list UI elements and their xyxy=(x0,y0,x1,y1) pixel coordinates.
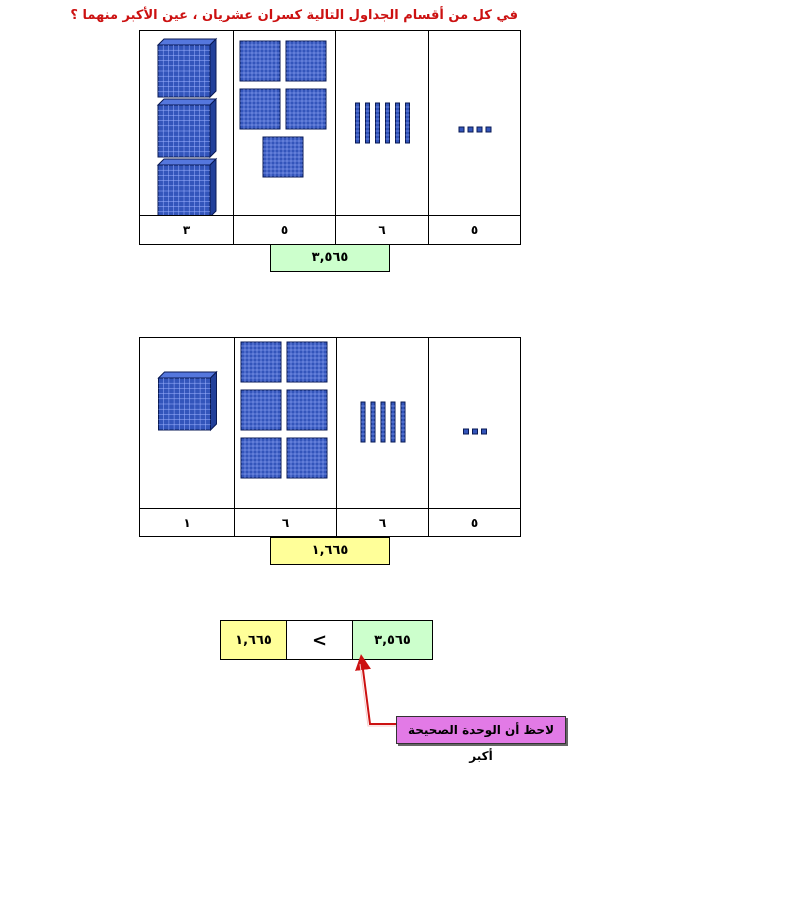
base-ten-table-1: ٣ ٥ ٦ ٥ xyxy=(139,30,521,245)
tenths-cell xyxy=(233,30,336,216)
ones-digit: ٣ xyxy=(139,215,234,245)
hundredths-digit: ٦ xyxy=(336,508,429,537)
comparison-right-value: ٣,٥٦٥ xyxy=(352,620,433,660)
hundredths-cell xyxy=(336,337,429,509)
hundredths-cell xyxy=(335,30,429,216)
ones-digit: ١ xyxy=(139,508,235,537)
ones-cell xyxy=(139,337,235,509)
rod-blocks xyxy=(355,102,410,144)
flat-blocks xyxy=(239,40,327,178)
decimal-value-2: ١,٦٦٥ xyxy=(270,537,390,565)
exercise-title: في كل من أقسام الجداول التالية كسران عشر… xyxy=(70,8,518,23)
thousandths-cell xyxy=(428,337,521,509)
comparison-sign: < xyxy=(286,620,353,660)
tenths-digit: ٦ xyxy=(234,508,337,537)
decimal-value-1: ٣,٥٦٥ xyxy=(270,244,390,272)
tenths-cell xyxy=(234,337,337,509)
comparison-row: ١,٦٦٥ < ٣,٥٦٥ xyxy=(220,620,433,660)
thousandths-cell xyxy=(428,30,521,216)
hint-note: لاحظ أن الوحدة الصحيحة أكبر xyxy=(396,716,566,763)
thousandths-digit: ٥ xyxy=(428,215,521,245)
cube-blocks xyxy=(157,370,218,432)
rod-blocks xyxy=(360,401,406,443)
unit-blocks xyxy=(458,126,492,133)
ones-cell xyxy=(139,30,234,216)
cube-blocks xyxy=(156,37,218,215)
base-ten-table-2: ١ ٦ ٦ ٥ xyxy=(139,337,521,537)
flat-blocks xyxy=(240,341,328,479)
tenths-digit: ٥ xyxy=(233,215,336,245)
hundredths-digit: ٦ xyxy=(335,215,429,245)
comparison-left-value: ١,٦٦٥ xyxy=(220,620,287,660)
unit-blocks xyxy=(463,428,487,435)
thousandths-digit: ٥ xyxy=(428,508,521,537)
